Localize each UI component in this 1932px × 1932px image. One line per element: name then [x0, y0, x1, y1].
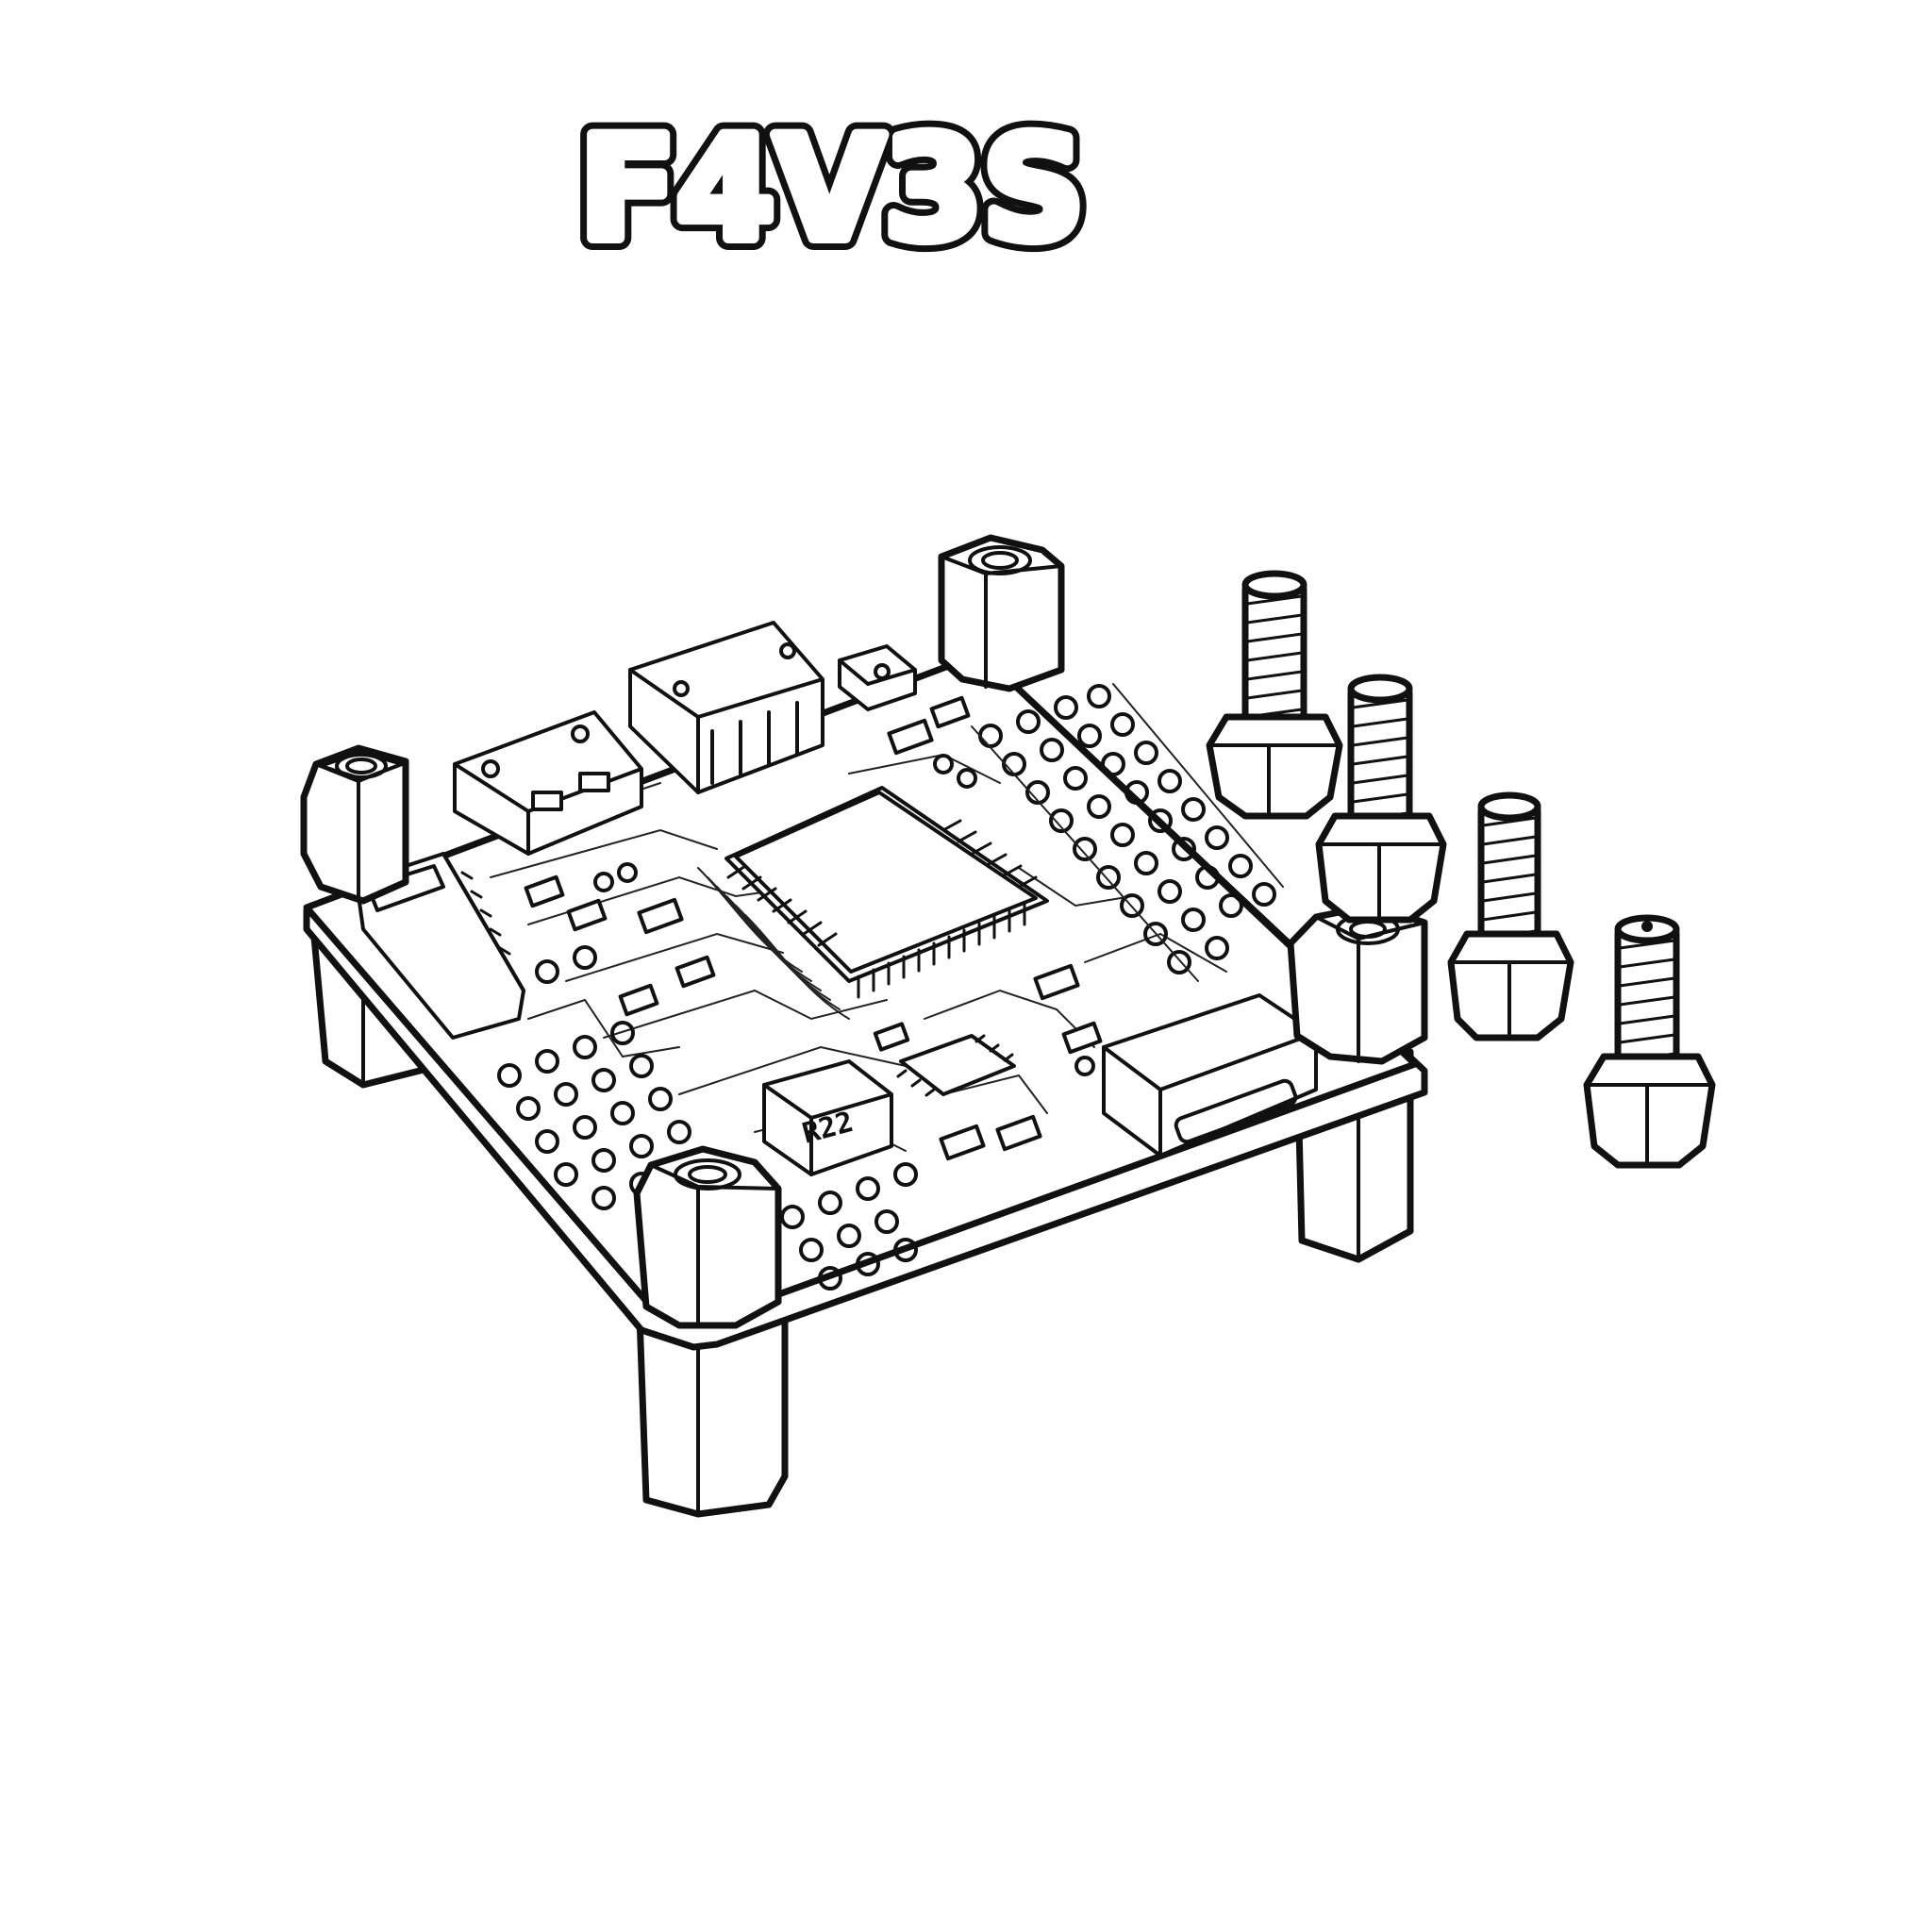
small-ic [896, 1034, 1016, 1097]
mcu-chip [724, 786, 1049, 999]
top-connector [628, 621, 824, 794]
standoff-right [1287, 902, 1428, 1065]
title-block: F4V3S F4V3S [0, 94, 1932, 264]
title-inner: F4V3S [579, 108, 1084, 264]
screw-1 [1206, 570, 1343, 820]
right-side-connector [1102, 993, 1318, 1158]
boot-button [838, 644, 917, 711]
screw-4 [1583, 914, 1716, 1169]
usb-port [453, 710, 643, 856]
screw-2 [1315, 674, 1447, 924]
smd-components [524, 695, 1103, 1161]
screw-3 [1447, 791, 1574, 1041]
screw-icon [1206, 570, 1716, 1169]
solder-pads-front [780, 1162, 918, 1291]
inductor: R22 [762, 1059, 893, 1176]
circuit-board-icon: R22 [355, 621, 1318, 1291]
title-svg: F4V3S F4V3S [567, 95, 1096, 264]
hex-standoff-icon [300, 534, 1428, 1329]
title-outline: F4V3S [579, 108, 1084, 264]
standoff-back [938, 534, 1065, 692]
solder-pads-left [497, 945, 691, 1210]
left-side-connector [355, 852, 525, 1040]
standoff-front [633, 1145, 782, 1329]
solder-pads-right [971, 683, 1284, 982]
standoff-back-left [300, 744, 409, 905]
